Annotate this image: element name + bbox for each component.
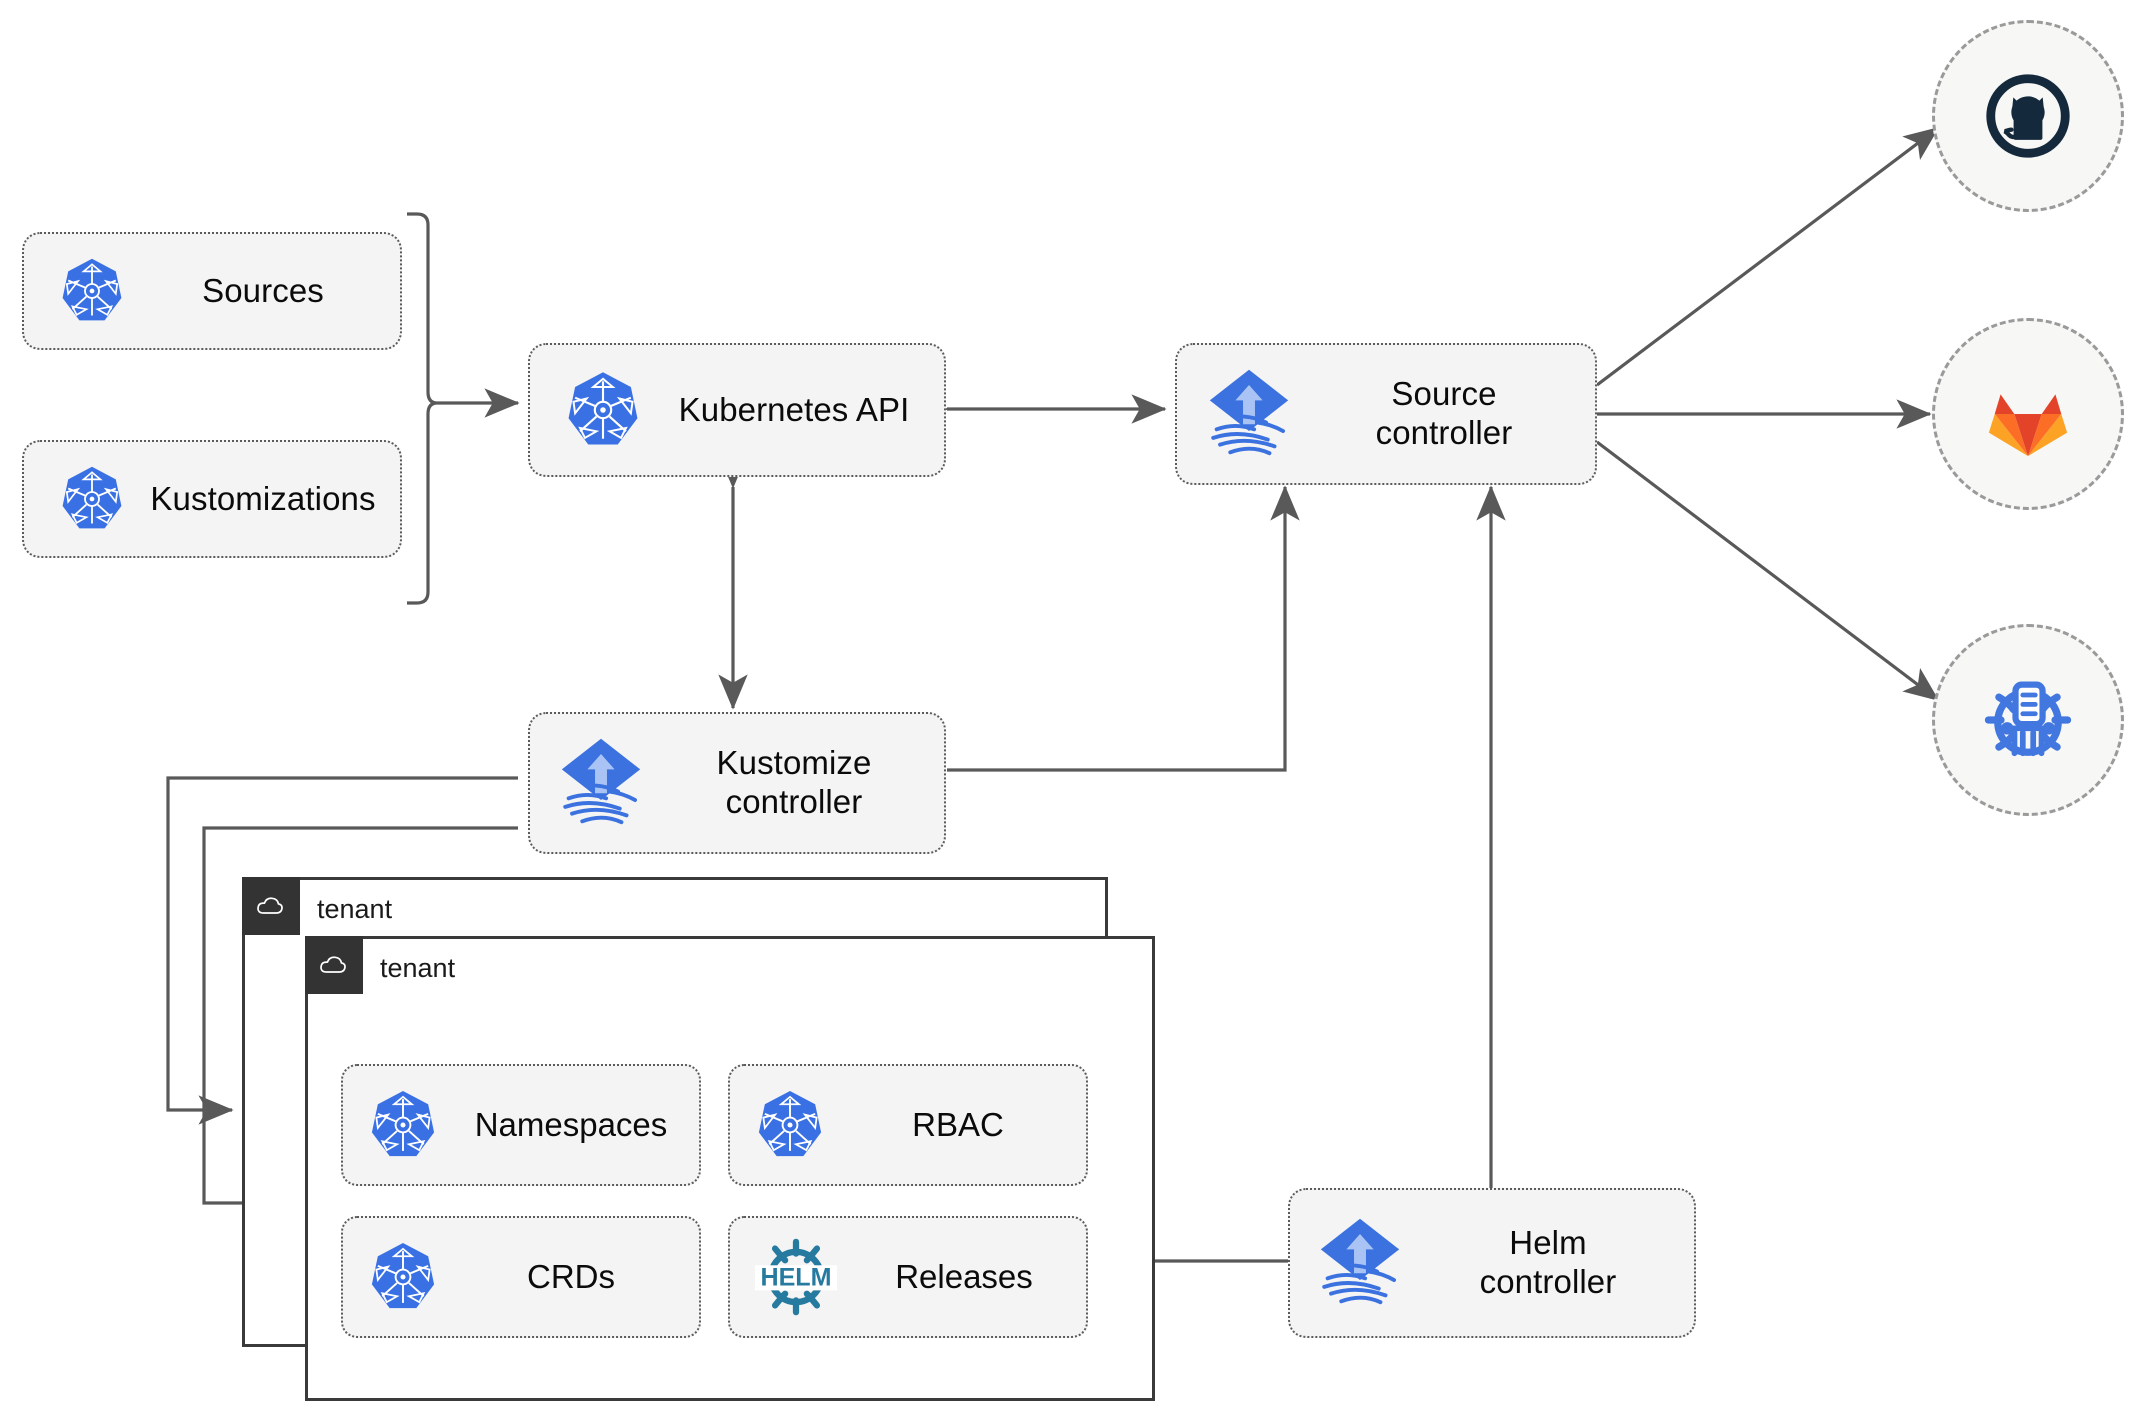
node-label: Sources [202, 271, 324, 309]
node-kustomize-controller[interactable]: Kustomize controller [528, 712, 946, 854]
endpoint-github[interactable] [1932, 20, 2124, 212]
node-label-line2: controller [725, 783, 863, 820]
cloud-icon [320, 956, 346, 973]
tenant-title-bar [242, 877, 300, 935]
kubernetes-icon [353, 1240, 453, 1314]
flux-icon [1304, 1217, 1416, 1309]
node-label: Kustomizations [150, 479, 376, 517]
node-label-line1: Helm [1509, 1224, 1587, 1262]
tenant-label: tenant [317, 894, 393, 924]
node-rbac[interactable]: RBAC [728, 1064, 1088, 1186]
svg-text:HELM: HELM [760, 1263, 831, 1291]
kubernetes-icon [44, 464, 140, 534]
kubernetes-icon [353, 1088, 453, 1162]
node-label-line2: controller [1375, 414, 1513, 451]
kubernetes-icon [740, 1088, 840, 1162]
node-helm-controller[interactable]: Helm controller [1288, 1188, 1696, 1338]
node-kubernetes-api[interactable]: Kubernetes API [528, 343, 946, 477]
node-label: Kubernetes API [678, 390, 910, 428]
flux-icon [1191, 368, 1307, 460]
node-label: Source controller [1307, 375, 1595, 453]
node-releases[interactable]: HELM Releases [728, 1216, 1088, 1338]
node-label: Namespaces [474, 1106, 668, 1143]
node-label: RBAC [912, 1106, 1004, 1143]
node-label: Kustomize controller [658, 744, 944, 822]
github-icon [1986, 74, 2070, 158]
helm-icon: HELM [740, 1234, 852, 1320]
node-label: Releases [895, 1258, 1033, 1295]
kubernetes-icon [44, 256, 140, 326]
node-label-line2: controller [1479, 1263, 1617, 1300]
kubernetes-icon [548, 369, 658, 451]
tenant-title-bar [305, 936, 363, 994]
node-label-line1: Source [1391, 375, 1497, 413]
tenant-label: tenant [380, 953, 456, 983]
node-namespaces[interactable]: Namespaces [341, 1064, 701, 1186]
node-kustomizations[interactable]: Kustomizations [22, 440, 402, 558]
flux-icon [544, 737, 658, 829]
cloud-icon [257, 897, 283, 914]
endpoint-helm-charts[interactable] [1932, 624, 2124, 816]
node-label: Helm controller [1416, 1224, 1694, 1302]
gitlab-icon [1988, 394, 2068, 457]
endpoint-gitlab[interactable] [1932, 318, 2124, 510]
helm-charts-icon [1984, 681, 2072, 757]
node-source-controller[interactable]: Source controller [1175, 343, 1597, 485]
node-crds[interactable]: CRDs [341, 1216, 701, 1338]
node-sources[interactable]: Sources [22, 232, 402, 350]
node-label: CRDs [527, 1258, 615, 1295]
tenant-container-front[interactable]: tenant [305, 936, 1155, 1401]
node-label-line1: Kustomize [716, 744, 872, 782]
